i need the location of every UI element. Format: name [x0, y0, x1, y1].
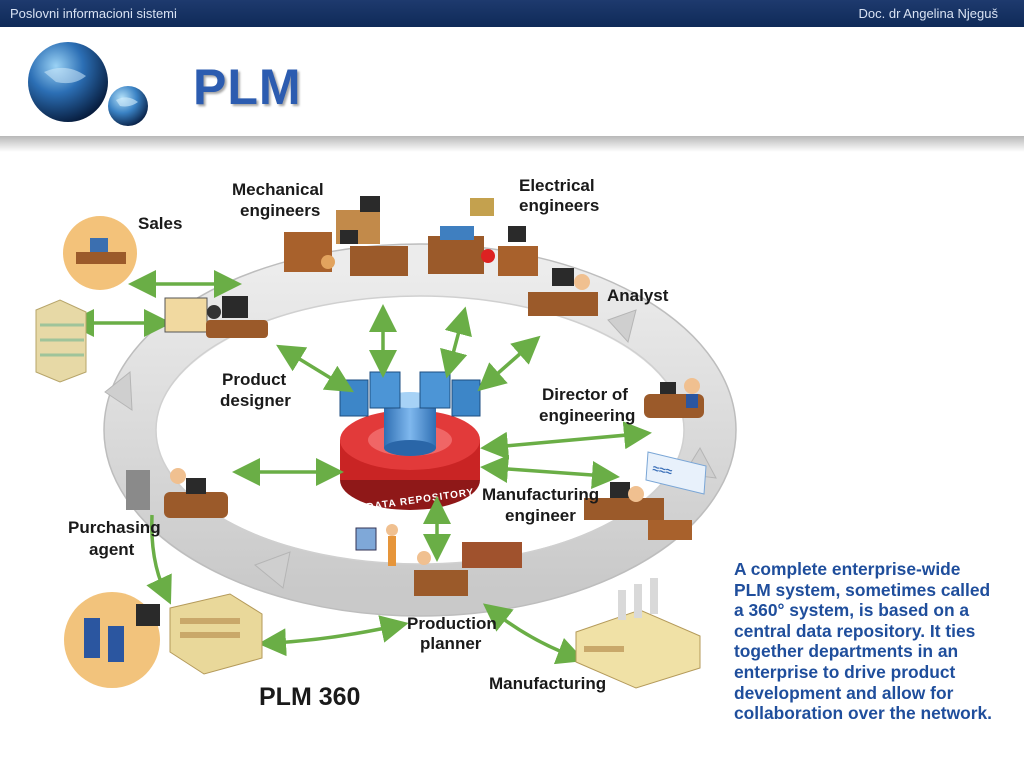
slide-header	[0, 27, 1024, 137]
globe-logo-icon	[28, 42, 148, 126]
manufacturing-factory	[575, 578, 701, 689]
label-director-line1: Director of	[542, 385, 628, 404]
description-line: collaboration over the network.	[734, 703, 993, 724]
label-director-line2: engineering	[539, 406, 635, 425]
label-electrical-line2: engineers	[519, 196, 599, 215]
label-analyst: Analyst	[607, 286, 669, 305]
plm-360-diagram: DATA REPOSITORY	[35, 176, 737, 711]
description-line: development and allow for	[734, 682, 954, 703]
label-purchasing-line1: Purchasing	[68, 518, 161, 537]
label-mechanical-line2: engineers	[240, 201, 320, 220]
network-panel: ≈≈≈	[645, 451, 707, 495]
description-line: A complete enterprise-wide	[734, 559, 961, 579]
description-line: central data repository. It ties	[734, 620, 976, 641]
label-electrical-line1: Electrical	[519, 176, 595, 195]
course-title: Poslovni informacioni sistemi	[10, 6, 177, 21]
data-repository: DATA REPOSITORY	[339, 371, 481, 513]
description-line: a 360° system, is based on a	[734, 600, 970, 621]
label-mechanical-line1: Mechanical	[232, 180, 324, 199]
diagram-caption: PLM 360	[259, 683, 360, 711]
label-manufacturing-engineer-line2: engineer	[505, 506, 576, 525]
label-product-designer-line1: Product	[222, 370, 287, 389]
connector-arrows	[66, 270, 652, 665]
sales-workstation	[63, 216, 137, 290]
description-text: A complete enterprise-wide PLM system, s…	[734, 559, 1004, 724]
electrical-engineers-workstation	[428, 198, 538, 276]
description-line: together departments in an	[734, 641, 959, 662]
label-production-planner-line1: Production	[407, 614, 497, 633]
slide-title: PLM	[193, 59, 302, 115]
label-product-designer-line2: designer	[220, 391, 291, 410]
warehouse-scene	[64, 592, 263, 688]
description-line: enterprise to drive product	[734, 661, 956, 682]
mechanical-engineers-workstation	[284, 196, 408, 276]
production-planner-workstation	[355, 524, 522, 596]
label-manufacturing-engineer-line1: Manufacturing	[482, 485, 599, 504]
analyst-workstation	[528, 268, 598, 316]
label-manufacturing: Manufacturing	[489, 674, 606, 693]
top-bar: Poslovni informacioni sistemi Doc. dr An…	[0, 0, 1024, 27]
director-workstation	[644, 378, 704, 418]
author-name: Doc. dr Angelina Njeguš	[858, 6, 998, 21]
label-production-planner-line2: planner	[420, 634, 482, 653]
office-building-icon	[35, 299, 87, 383]
description-line: PLM system, sometimes called	[734, 579, 991, 600]
label-purchasing-line2: agent	[89, 540, 135, 559]
svg-text:≈≈≈: ≈≈≈	[651, 461, 674, 479]
header-shadow	[0, 136, 1024, 152]
manufacturing-engineer-workstation	[584, 482, 692, 540]
label-sales: Sales	[138, 214, 182, 233]
product-designer-workstation	[164, 296, 268, 338]
purchasing-agent-workstation	[126, 468, 228, 518]
